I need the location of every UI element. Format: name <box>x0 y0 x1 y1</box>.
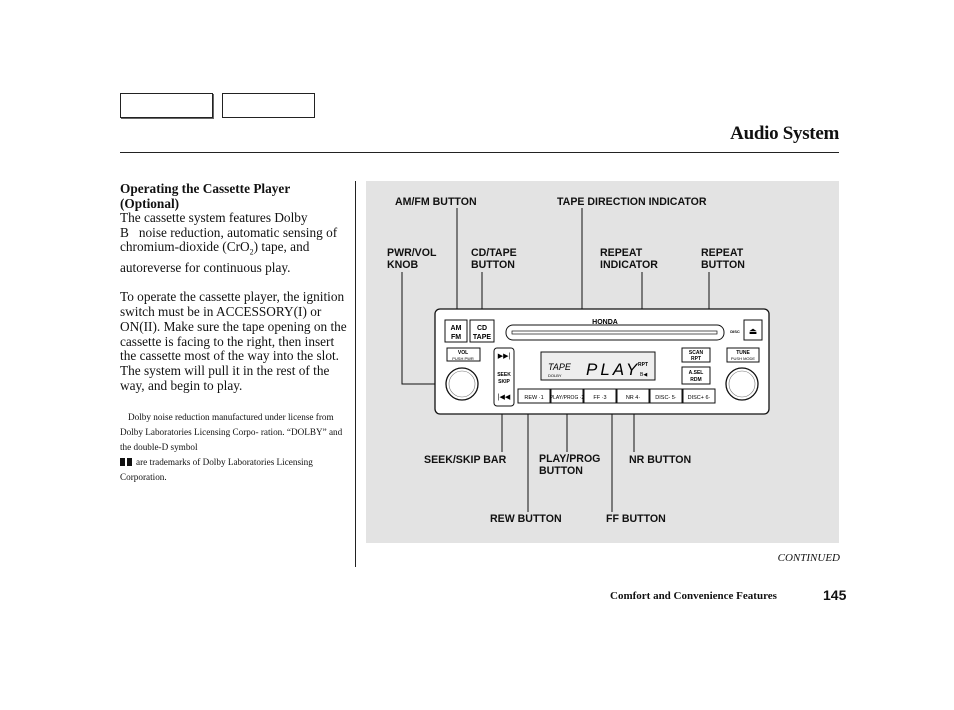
pwr-vol-knob-ring <box>448 370 476 398</box>
fm-label: FM <box>451 334 461 341</box>
title-rule <box>120 152 839 153</box>
callout-repeat-button: REPEAT BUTTON <box>701 247 745 271</box>
tape-direction-indicator: B◀ <box>640 372 647 378</box>
preset-button-1[interactable] <box>517 388 551 404</box>
preset-button-6[interactable] <box>682 388 716 404</box>
display-play: PLAY <box>586 360 640 379</box>
nav-box-previous[interactable] <box>120 93 213 118</box>
rdm-label: RDM <box>690 377 701 383</box>
display-tape: TAPE <box>548 362 572 372</box>
mode-label: PUSH MODE <box>731 356 756 361</box>
eject-icon: ⏏ <box>749 326 758 336</box>
vol-label: VOL <box>458 350 468 356</box>
callout-tape-direction: TAPE DIRECTION INDICATOR <box>557 196 707 208</box>
asel-rdm-button[interactable] <box>681 366 711 385</box>
tune-knob-ring <box>728 370 756 398</box>
radio-unit: HONDA AM FM CD TAPE VOL PUSH PWR ▶▶| SEE… <box>434 308 770 415</box>
callout-rew: REW BUTTON <box>490 513 562 525</box>
vol-pwr-button[interactable] <box>446 347 481 362</box>
seek-skip-bar[interactable] <box>493 347 515 407</box>
skip-label: SKIP <box>498 379 510 385</box>
leader-pwr-vol <box>401 272 447 385</box>
footer-section-title: Comfort and Convenience Features <box>610 590 777 602</box>
preset-buttons: REW ·1 PLAY/PROG ·2 FF ·3 NR 4· DISC- 5·… <box>517 388 716 404</box>
callout-cd-tape: CD/TAPE BUTTON <box>471 247 517 271</box>
seek-down-icon: |◀◀ <box>498 394 511 401</box>
brand-logo: HONDA <box>592 319 618 326</box>
callout-am-fm: AM/FM BUTTON <box>395 196 477 208</box>
scan-rpt-button[interactable] <box>681 347 711 363</box>
am-fm-button[interactable] <box>444 319 468 343</box>
preset-button-4[interactable] <box>616 388 650 404</box>
dolby-footnote: Dolby noise reduction manufactured under… <box>120 410 350 485</box>
page-number: 145 <box>823 587 847 603</box>
footnote-line-2: are trademarks of Dolby Laboratories Lic… <box>120 457 313 483</box>
nav-box-next[interactable] <box>222 93 315 118</box>
tape-label: TAPE <box>473 334 491 341</box>
preset-button-2[interactable] <box>550 388 584 404</box>
preset-label-6: DISC+ 6· <box>688 395 711 401</box>
tune-label: TUNE <box>736 350 750 356</box>
dolby-double-d-icon <box>120 458 132 467</box>
rpt-label: RPT <box>691 356 701 362</box>
preset-label-1: REW ·1 <box>524 395 543 401</box>
callout-play-prog: PLAY/PROG BUTTON <box>539 453 601 477</box>
preset-label-4: NR 4· <box>626 395 641 401</box>
section-title: Operating the Cassette Player (Optional) <box>120 181 290 211</box>
disc-label: DISC <box>730 329 740 334</box>
lcd-display <box>540 351 656 381</box>
preset-button-5[interactable] <box>649 388 683 404</box>
callout-seek-skip: SEEK/SKIP BAR <box>424 454 507 466</box>
pwr-vol-knob[interactable] <box>445 367 479 401</box>
tune-knob[interactable] <box>725 367 759 401</box>
preset-label-5: DISC- 5· <box>655 395 677 401</box>
display-dolby: DOLBY <box>548 373 562 378</box>
callout-repeat-indicator: REPEAT INDICATOR <box>600 247 658 271</box>
eject-button[interactable] <box>743 319 763 341</box>
scan-label: SCAN <box>689 350 704 356</box>
am-label: AM <box>451 325 462 332</box>
preset-label-2: PLAY/PROG ·2 <box>550 395 585 401</box>
footnote-line-1: Dolby noise reduction manufactured under… <box>120 412 343 453</box>
continued-label: CONTINUED <box>777 552 840 564</box>
tape-slot-inner <box>511 330 718 335</box>
pwr-label: PUSH PWR <box>452 356 474 361</box>
paragraph-1: The cassette system features Dolby B noi… <box>120 210 338 275</box>
column-divider <box>355 181 356 567</box>
cd-tape-button[interactable] <box>469 319 495 343</box>
seek-up-icon: ▶▶| <box>498 353 511 360</box>
tune-mode-button[interactable] <box>726 347 760 363</box>
callout-nr: NR BUTTON <box>629 454 692 466</box>
page-title: Audio System <box>730 123 839 144</box>
display-repeat-indicator: RPT <box>638 362 648 368</box>
paragraph-2: To operate the cassette player, the igni… <box>120 289 347 393</box>
cd-label: CD <box>477 325 487 332</box>
left-column: Operating the Cassette Player (Optional)… <box>120 181 350 485</box>
asel-label: A.SEL <box>689 370 704 376</box>
callout-ff: FF BUTTON <box>606 513 666 525</box>
preset-label-3: FF ·3 <box>593 395 606 401</box>
seek-label: SEEK <box>497 372 511 378</box>
preset-button-3[interactable] <box>583 388 617 404</box>
callout-pwr-vol: PWR/VOL KNOB <box>387 247 437 271</box>
